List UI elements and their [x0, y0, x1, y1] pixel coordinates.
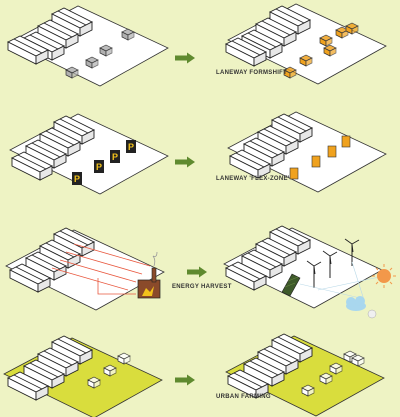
row-label-laneway-flex-zone: LANEWAY 'FLEX-ZONE' — [216, 176, 290, 182]
row-1-before — [7, 5, 169, 87]
row-label-laneway-formshift: LANEWAY FORMSHIFT — [216, 70, 288, 76]
svg-text:P: P — [128, 142, 134, 152]
arrow-right-icon — [175, 156, 195, 168]
svg-text:P: P — [112, 152, 118, 162]
row-label-urban-farming: URBAN FARMING — [216, 394, 271, 400]
arrow-right-icon — [187, 266, 207, 278]
solar-panel-icon — [281, 273, 301, 297]
parking-sign-icon: P P P P — [72, 140, 136, 185]
row-3-after — [223, 225, 396, 319]
energy-lines — [51, 243, 151, 295]
energy-flow-lines — [299, 261, 385, 301]
svg-text:P: P — [96, 162, 102, 172]
row-3-before — [5, 227, 165, 311]
row-1-after — [225, 3, 387, 85]
svg-text:P: P — [74, 174, 80, 184]
flex-zone-panel-icon — [289, 135, 351, 180]
sun-icon — [372, 264, 396, 288]
row-2-before: P P P P — [9, 113, 169, 195]
factory-icon — [137, 251, 161, 299]
row-4-before — [3, 335, 163, 417]
arrow-right-icon — [175, 374, 195, 386]
row-2-after — [227, 111, 387, 193]
row-label-energy-harvest: ENERGY HARVEST — [172, 284, 232, 290]
cloud-icon — [346, 296, 377, 319]
arrow-right-icon — [175, 52, 195, 64]
row-4-after — [225, 333, 385, 417]
